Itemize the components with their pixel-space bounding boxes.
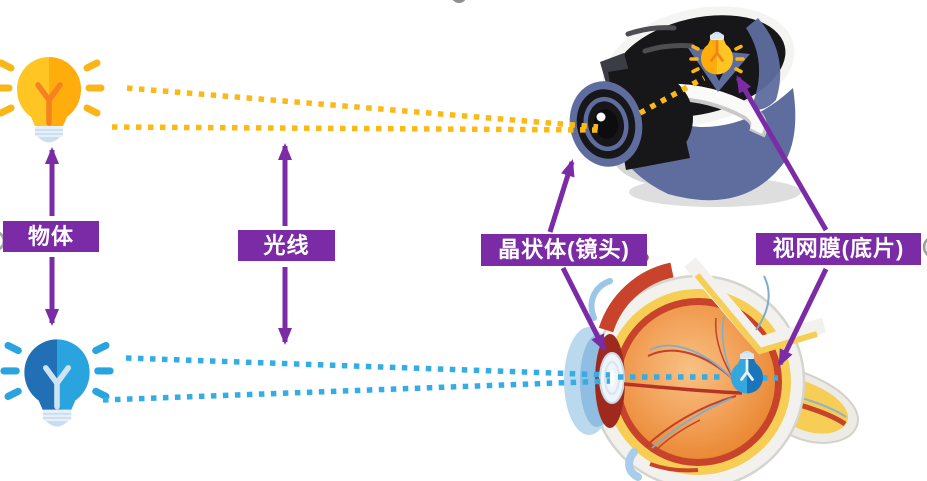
object-bulb-blue-icon xyxy=(4,339,110,426)
arrow-lens-label-to-camera-lens xyxy=(547,159,575,233)
light-rays-to-camera xyxy=(111,75,706,133)
label-object: 物体 xyxy=(3,221,99,252)
camera-lens xyxy=(569,53,693,170)
arrow-retina-label-to-retina xyxy=(777,267,829,367)
arrow-retina-label-to-film xyxy=(735,75,829,232)
label-light-ray: 光线 xyxy=(238,230,335,261)
eye-illustration xyxy=(564,252,860,481)
annotation-arrows xyxy=(45,75,829,367)
label-lens: 晶状体(镜头) xyxy=(481,234,647,266)
light-rays-to-eye xyxy=(102,355,778,403)
vitreous-body xyxy=(621,305,775,459)
camera-illustration xyxy=(569,6,801,207)
object-bulb-yellow-icon xyxy=(0,57,101,143)
label-retina: 视网膜(底片) xyxy=(756,233,921,265)
arrow-lens-label-to-eye-lens xyxy=(560,266,607,352)
